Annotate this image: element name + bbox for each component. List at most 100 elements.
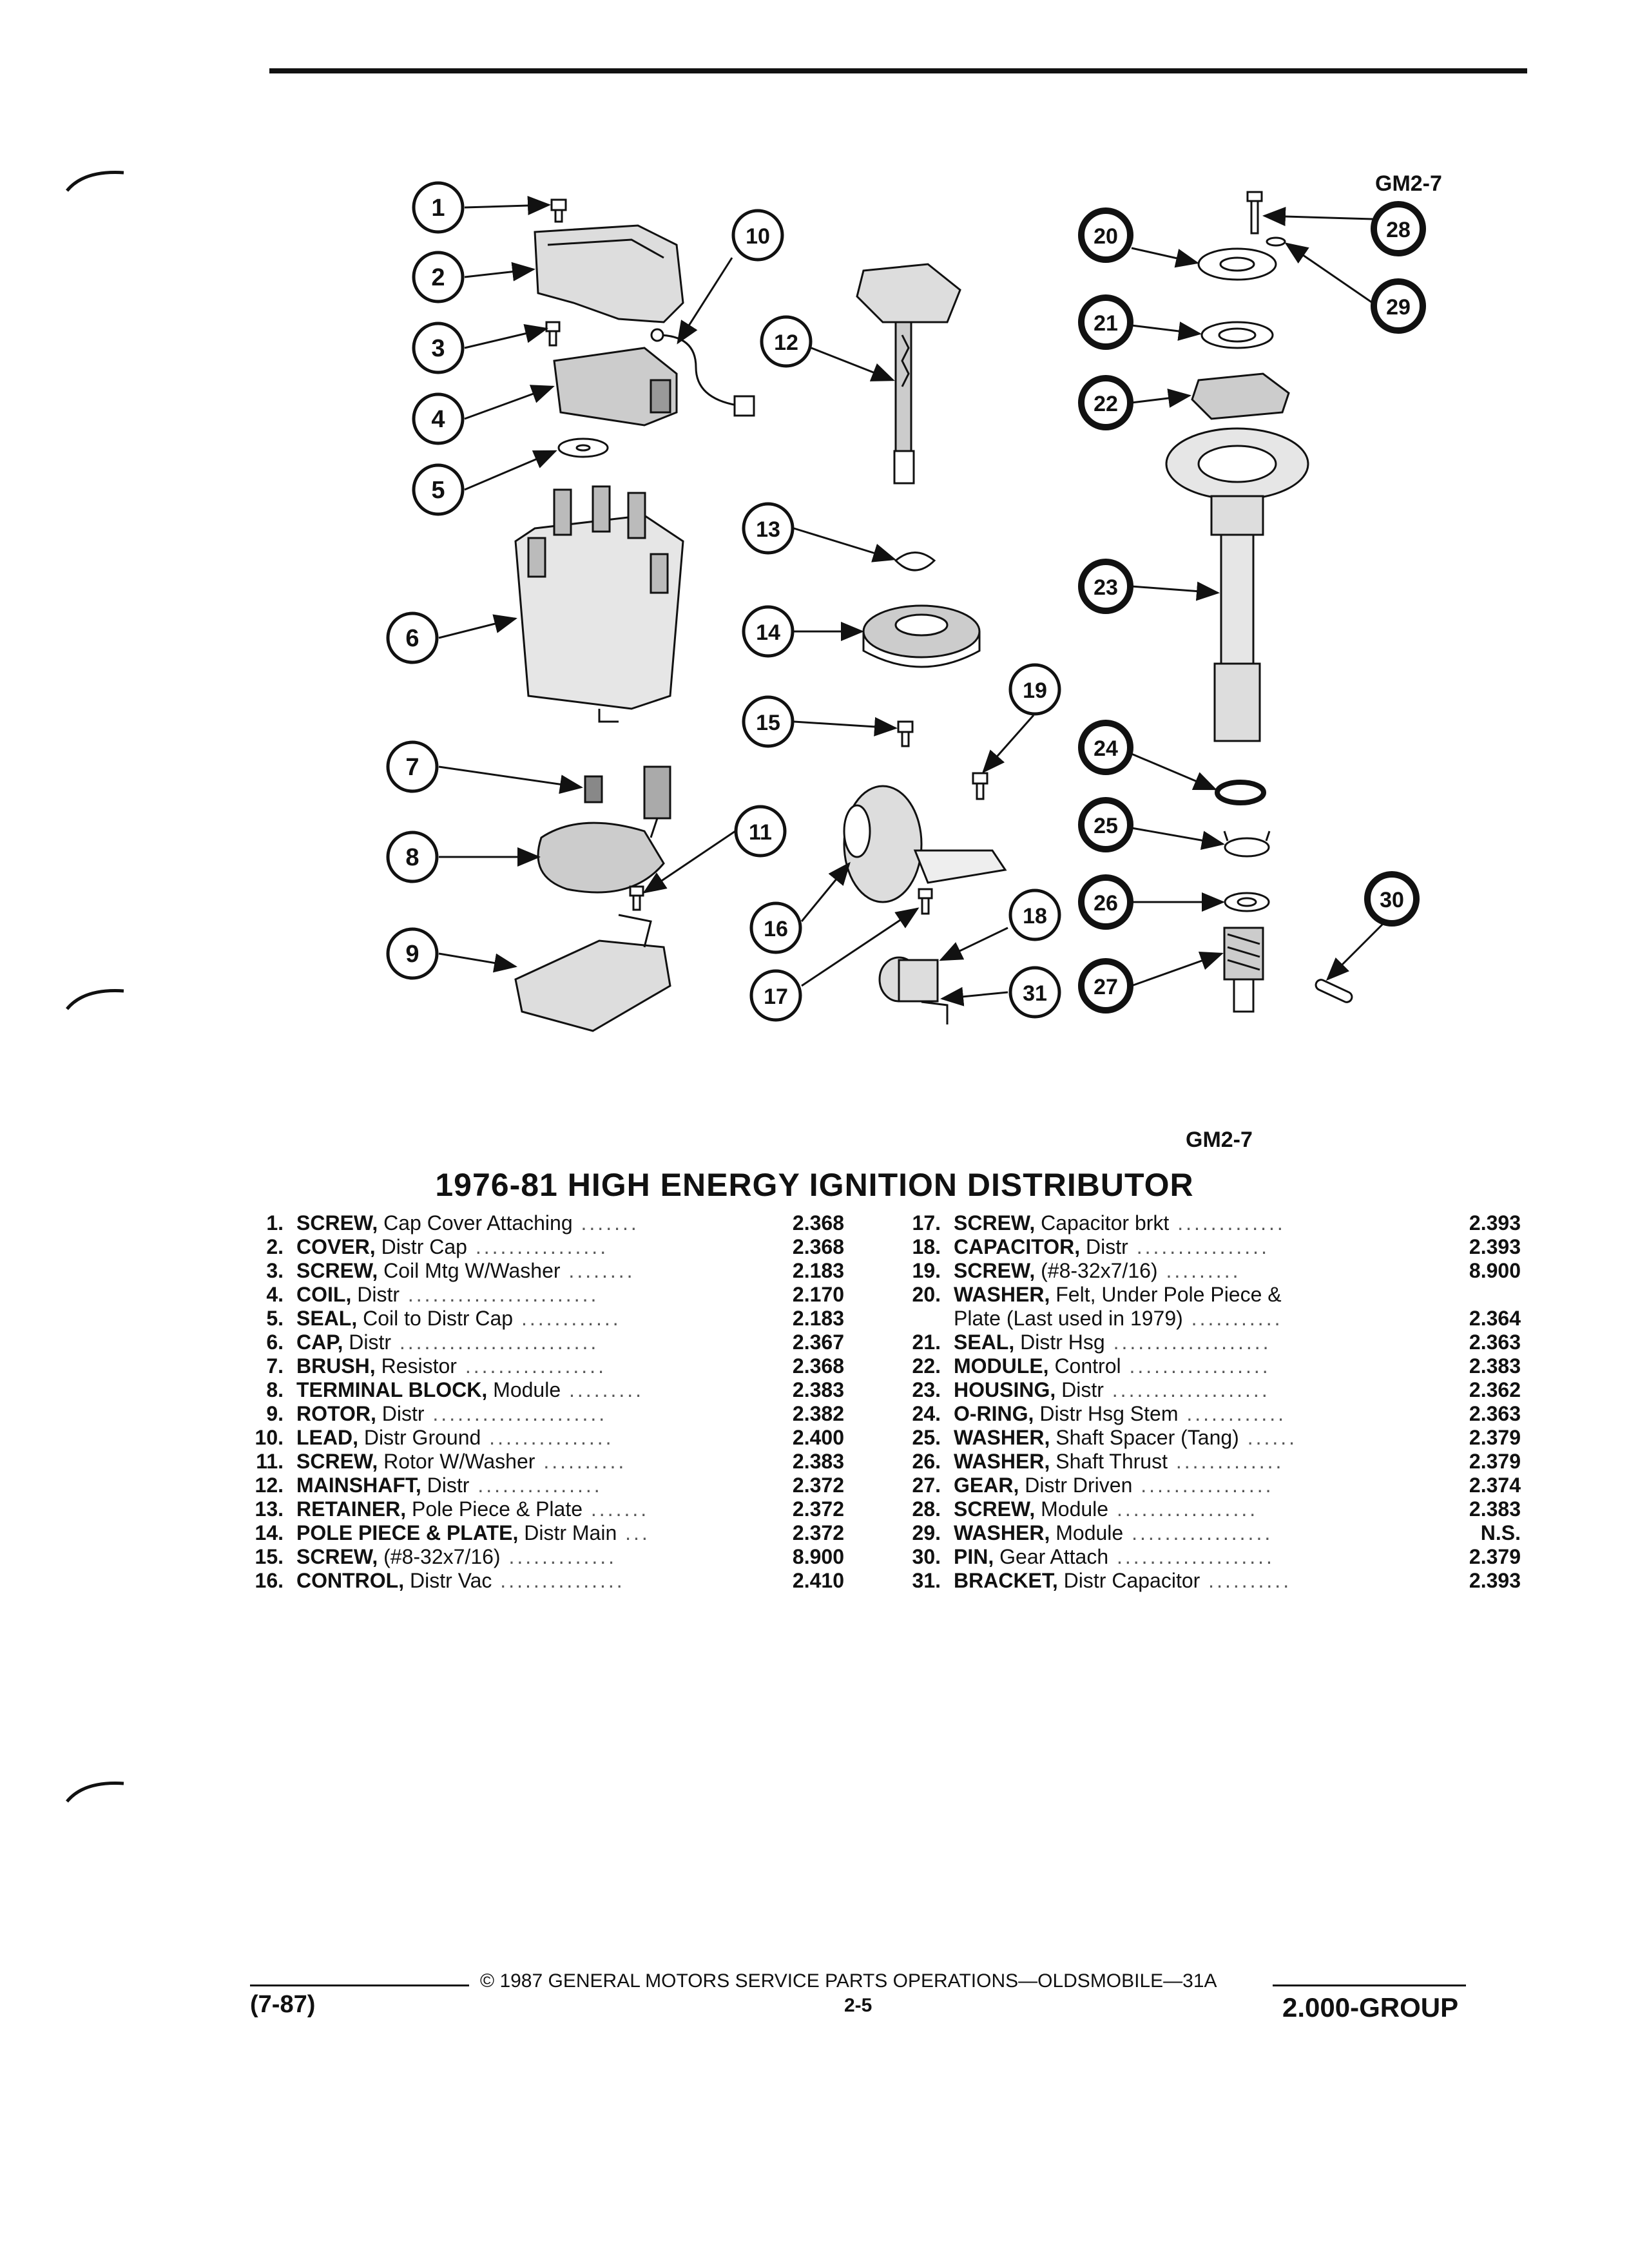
- part-index: 18.: [912, 1235, 941, 1258]
- part-group-number: 2.393: [1469, 1235, 1521, 1258]
- top-rule: [269, 68, 1527, 73]
- parts-row: 13.RETAINER, Pole Piece & Plate .......2…: [245, 1497, 863, 1521]
- callout-circle: [1078, 207, 1133, 263]
- parts-row: 4.COIL, Distr .......................2.1…: [245, 1283, 863, 1307]
- callout-16: 16: [749, 901, 802, 954]
- part-group-number: 2.363: [1469, 1402, 1521, 1425]
- part-group-number: 2.379: [1469, 1426, 1521, 1449]
- callout-circle: [412, 181, 465, 234]
- part-description: SEAL, Distr Hsg ...................: [954, 1331, 1271, 1354]
- callout-circle: [1008, 663, 1061, 716]
- part-description: MAINSHAFT, Distr ...............: [296, 1474, 602, 1497]
- capacitor-part-18: [878, 956, 949, 1024]
- callout-label: 1: [431, 195, 445, 222]
- parts-row: 16.CONTROL, Distr Vac ...............2.4…: [245, 1569, 863, 1593]
- callout-circle: [749, 901, 802, 954]
- callout-5: 5: [412, 463, 465, 516]
- figure-code-bottom: GM2-7: [1186, 1128, 1253, 1152]
- callout-circle: [1078, 375, 1133, 430]
- callout-circle: [1078, 720, 1133, 775]
- callout-27: 27: [1078, 958, 1133, 1014]
- parts-row: 22.MODULE, Control .................2.38…: [902, 1354, 1521, 1378]
- parts-row: 14.POLE PIECE & PLATE, Distr Main ...2.3…: [245, 1521, 863, 1545]
- part-description: Plate (Last used in 1979) ...........: [954, 1307, 1283, 1330]
- callout-7: 7: [386, 740, 439, 793]
- part-group-number: 2.383: [792, 1378, 844, 1401]
- part-index: 3.: [266, 1259, 284, 1282]
- callout-label: 14: [756, 620, 780, 645]
- housing-part-23: [1165, 427, 1309, 742]
- footer-date-code: (7-87): [250, 1991, 316, 2018]
- callout-19: 19: [1008, 663, 1061, 716]
- part-group-number: 2.372: [792, 1497, 844, 1521]
- screw-part-28: [1246, 191, 1263, 235]
- part-description: WASHER, Shaft Thrust .............: [954, 1450, 1284, 1473]
- parts-row: 11.SCREW, Rotor W/Washer ..........2.383: [245, 1450, 863, 1474]
- callout-circle: [412, 463, 465, 516]
- part-index: 28.: [912, 1497, 941, 1521]
- callout-label: 10: [746, 224, 770, 249]
- part-index: 21.: [912, 1331, 941, 1354]
- callout-label: 11: [749, 820, 772, 845]
- part-index: 20.: [912, 1283, 941, 1306]
- terminal-block-part-8: [537, 765, 671, 894]
- callout-circle: [1078, 797, 1133, 852]
- callout-10: 10: [731, 209, 784, 262]
- part-description: PIN, Gear Attach ...................: [954, 1545, 1275, 1568]
- part-group-number: 2.367: [792, 1331, 844, 1354]
- parts-row: 17.SCREW, Capacitor brkt .............2.…: [902, 1211, 1521, 1235]
- callout-14: 14: [742, 605, 795, 658]
- parts-row: 20. WASHER, Felt, Under Pole Piece &: [902, 1283, 1521, 1307]
- parts-row: 23.HOUSING, Distr ...................2.3…: [902, 1378, 1521, 1402]
- callout-label: 8: [405, 844, 419, 871]
- figure-code-top: GM2-7: [1375, 171, 1442, 196]
- callout-label: 22: [1094, 392, 1118, 416]
- retainer-part-13: [894, 552, 936, 572]
- part-description: SCREW, Rotor W/Washer ..........: [296, 1450, 627, 1473]
- part-index: 27.: [912, 1474, 941, 1497]
- footer-rule-right: [1273, 1984, 1466, 1986]
- part-description: CONTROL, Distr Vac ...............: [296, 1569, 625, 1592]
- part-description: O-RING, Distr Hsg Stem ............: [954, 1402, 1287, 1425]
- screw-part-15: [897, 720, 914, 747]
- part-description: CAPACITOR, Distr ................: [954, 1235, 1269, 1258]
- parts-row: 21.SEAL, Distr Hsg ...................2.…: [902, 1331, 1521, 1354]
- callout-18: 18: [1008, 889, 1061, 941]
- part-index: 15.: [255, 1545, 284, 1568]
- callout-label: 5: [431, 477, 445, 504]
- callout-13: 13: [742, 502, 795, 555]
- callout-circle: [760, 315, 813, 368]
- part-index: 13.: [255, 1497, 284, 1521]
- part-description: COIL, Distr .......................: [296, 1283, 599, 1306]
- gear-part-27: [1223, 927, 1264, 1013]
- module-part-22: [1191, 372, 1290, 420]
- spacer-washer-part-25: [1223, 831, 1271, 858]
- callout-label: 24: [1094, 736, 1118, 761]
- part-index: 6.: [266, 1331, 284, 1354]
- parts-row: 6.CAP, Distr ........................2.3…: [245, 1331, 863, 1354]
- parts-row: 25.WASHER, Shaft Spacer (Tang) ......2.3…: [902, 1426, 1521, 1450]
- callout-1: 1: [412, 181, 465, 234]
- part-index: 10.: [255, 1426, 284, 1449]
- callout-8: 8: [386, 831, 439, 883]
- callout-label: 12: [774, 331, 798, 355]
- distr-cap-part-6: [514, 485, 684, 723]
- part-description: WASHER, Felt, Under Pole Piece &: [954, 1283, 1282, 1306]
- callout-label: 9: [405, 941, 419, 968]
- margin-hole-mark: [66, 1782, 124, 1803]
- parts-row: 2.COVER, Distr Cap ................2.368: [245, 1235, 863, 1259]
- part-group-number: 2.374: [1469, 1474, 1521, 1497]
- callout-circle: [1078, 958, 1133, 1014]
- parts-row: 3.SCREW, Coil Mtg W/Washer ........2.183: [245, 1259, 863, 1283]
- callout-label: 18: [1023, 904, 1047, 928]
- o-ring-part-24: [1215, 780, 1266, 805]
- callout-circle: [412, 322, 465, 374]
- part-index: 26.: [912, 1450, 941, 1473]
- margin-hole-mark: [66, 989, 124, 1010]
- parts-list-right: 17.SCREW, Capacitor brkt .............2.…: [902, 1211, 1521, 1593]
- callout-29: 29: [1371, 278, 1426, 334]
- part-description: WASHER, Module .................: [954, 1521, 1273, 1544]
- callout-circle: [749, 969, 802, 1022]
- callout-circle: [1078, 559, 1133, 614]
- callout-2: 2: [412, 251, 465, 303]
